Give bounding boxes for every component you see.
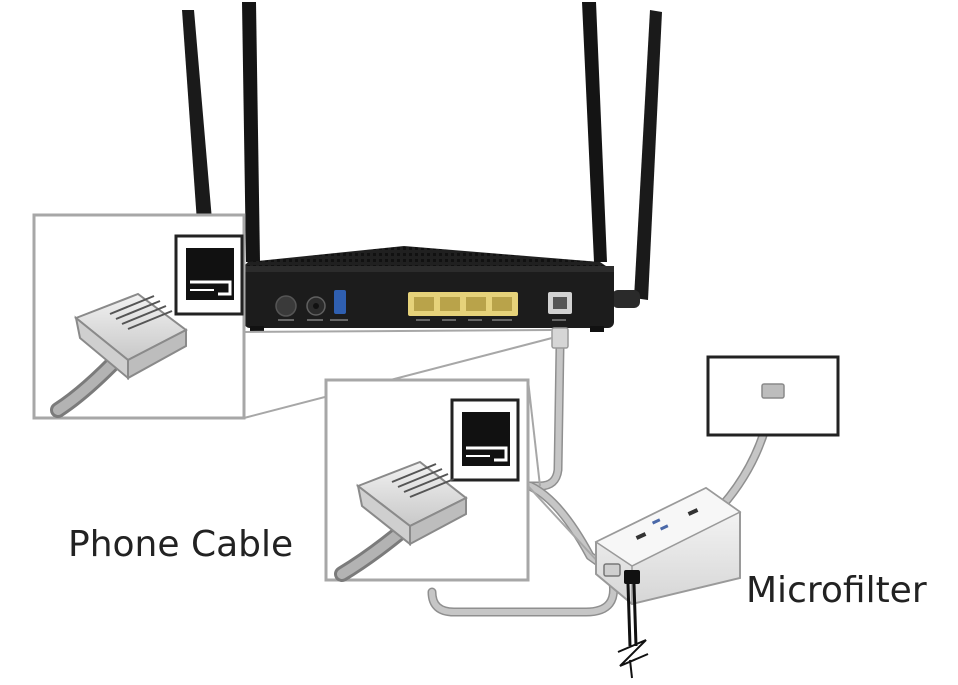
ground-wire-icon (617, 583, 649, 679)
filter-dsl-outlet (624, 570, 640, 584)
wall-jack-icon (706, 355, 840, 437)
antenna-right (582, 2, 607, 262)
phone-cable-loop (427, 573, 618, 617)
lan-port-group (408, 292, 518, 316)
router (182, 2, 662, 332)
microfilter-icon (594, 486, 742, 606)
router-foot-right (590, 326, 604, 332)
zoom-frame-router (32, 213, 246, 420)
dsl-plug (551, 327, 569, 349)
microfilter-label: Microfilter (746, 570, 927, 611)
antenna-far-left (182, 10, 212, 222)
rj11-jack-icon (450, 398, 520, 482)
phone-cable-label: Phone Cable (68, 524, 294, 565)
router-top (240, 246, 612, 270)
antenna-left (242, 2, 260, 262)
antenna-far-right (634, 10, 662, 300)
callout-leaders (243, 329, 601, 565)
usb-port (334, 290, 346, 314)
rj11-plug-icon (74, 292, 188, 381)
rj11-jack-icon (174, 234, 244, 316)
filter-phone-outlet (603, 563, 621, 577)
router-foot-left (250, 326, 264, 332)
zoom-frame-phone (324, 378, 530, 582)
wps-reset-button (275, 295, 297, 317)
rj11-plug-icon (355, 460, 468, 547)
antenna-hinge (612, 290, 640, 308)
